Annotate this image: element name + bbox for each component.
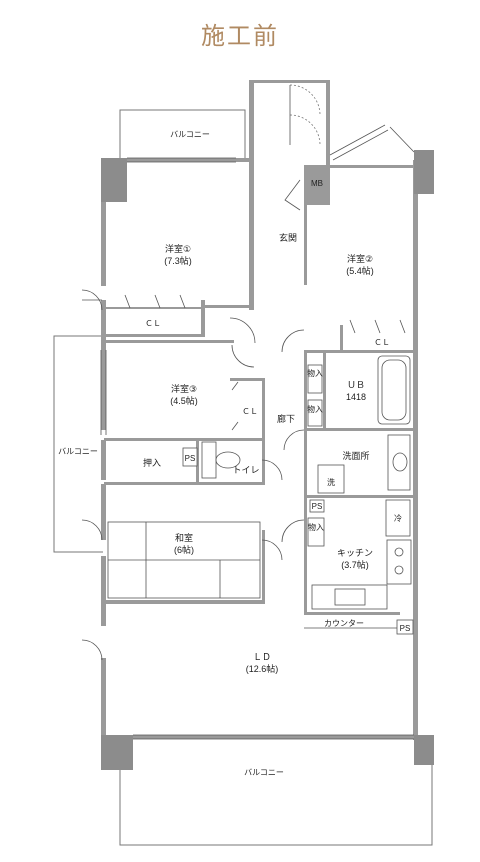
label-mb: MB [311, 179, 323, 188]
label-toilet: トイレ [232, 465, 259, 475]
label-washitsu-name: 和室 [175, 532, 193, 543]
label-cl-3: ＣＬ [242, 407, 258, 416]
tatami [107, 521, 261, 599]
columns [101, 150, 434, 770]
label-kitchen-size: (3.7帖) [341, 559, 369, 570]
label-counter: カウンター [324, 619, 364, 628]
room-labels: バルコニー バルコニー バルコニー 洋室① (7.3帖) 洋室② (5.4帖) … [58, 130, 410, 777]
label-ub-size: 1418 [346, 392, 366, 402]
label-washroom: 洗面所 [342, 450, 369, 461]
label-room1-size: (7.3帖) [164, 255, 192, 266]
label-ps-3: PS [400, 624, 411, 633]
label-fridge: 冷 [394, 513, 402, 523]
label-room1-name: 洋室① [165, 243, 191, 254]
label-ps-2: PS [312, 502, 323, 511]
label-cl-2: ＣＬ [374, 338, 390, 347]
outer-walls [101, 80, 418, 758]
label-kitchen-name: キッチン [337, 548, 373, 558]
label-ld-name: ＬＤ [253, 652, 271, 662]
closet-doors [124, 294, 406, 431]
label-balcony-left: バルコニー [58, 447, 98, 456]
label-balcony-top: バルコニー [170, 130, 210, 139]
label-storage-3: 物入 [308, 522, 324, 532]
label-room2-name: 洋室② [347, 253, 373, 264]
label-ps-1: PS [185, 454, 196, 463]
plan-title: 施工前 [201, 23, 279, 50]
interior-walls [104, 165, 414, 615]
label-room3-size: (4.5帖) [170, 395, 198, 406]
label-entrance: 玄関 [279, 232, 297, 243]
label-washer: 洗 [327, 477, 335, 487]
label-oshiire: 押入 [143, 457, 161, 468]
fixtures [182, 355, 414, 635]
label-balcony-bottom: バルコニー [244, 768, 284, 777]
label-ld-size: (12.6帖) [246, 663, 279, 674]
label-washitsu-size: (6帖) [174, 544, 194, 555]
label-storage-1: 物入 [307, 368, 323, 378]
label-cl-1: ＣＬ [145, 319, 161, 328]
label-corridor: 廊下 [277, 413, 295, 424]
windows [100, 124, 415, 740]
label-room3-name: 洋室③ [171, 383, 197, 394]
label-room2-size: (5.4帖) [346, 265, 374, 276]
label-storage-2: 物入 [307, 404, 323, 414]
doors [81, 84, 321, 661]
label-ub: ＵＢ [347, 380, 365, 390]
